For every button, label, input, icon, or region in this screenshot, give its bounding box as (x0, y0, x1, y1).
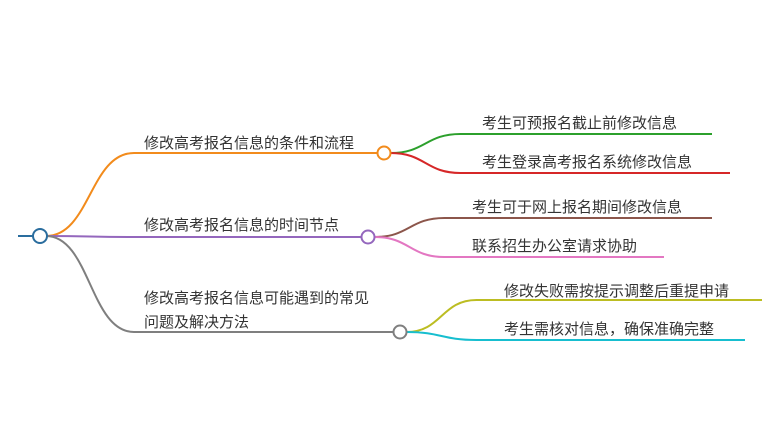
branch-3-child-2-edge (406, 331, 745, 341)
branch-1-child-1-label[interactable]: 考生可预报名截止前修改信息 (482, 114, 677, 132)
branch-1-node[interactable] (376, 145, 392, 161)
branch-3-child-1-label[interactable]: 修改失败需按提示调整后重提申请 (504, 282, 729, 300)
branch-2-label[interactable]: 修改高考报名信息的时间节点 (144, 216, 339, 234)
branch-1-child-2-edge (390, 152, 730, 174)
root-node[interactable] (32, 228, 48, 244)
branch-1-edge (45, 152, 378, 237)
branch-2-child-1-label[interactable]: 考生可于网上报名期间修改信息 (472, 198, 682, 216)
branch-2-edge (45, 235, 362, 238)
branch-1-child-2-label[interactable]: 考生登录高考报名系统修改信息 (482, 153, 692, 171)
branch-2-child-1-edge (374, 217, 712, 238)
branch-3-label-line-2[interactable]: 问题及解决方法 (144, 313, 249, 331)
branch-2-child-2-label[interactable]: 联系招生办公室请求协助 (472, 237, 637, 255)
branch-2-node[interactable] (360, 229, 376, 245)
branch-3-edge (45, 235, 394, 333)
branch-1-child-1-edge (390, 133, 712, 154)
branch-1-label[interactable]: 修改高考报名信息的条件和流程 (144, 134, 354, 152)
edges-layer (18, 133, 762, 341)
branch-3-child-1-edge (406, 299, 762, 333)
branch-2-child-2-edge (374, 236, 664, 258)
branch-3-child-2-label[interactable]: 考生需核对信息，确保准确完整 (504, 320, 714, 338)
branch-3-node[interactable] (392, 324, 408, 340)
branch-3-label-line-1[interactable]: 修改高考报名信息可能遇到的常见 (144, 289, 369, 307)
